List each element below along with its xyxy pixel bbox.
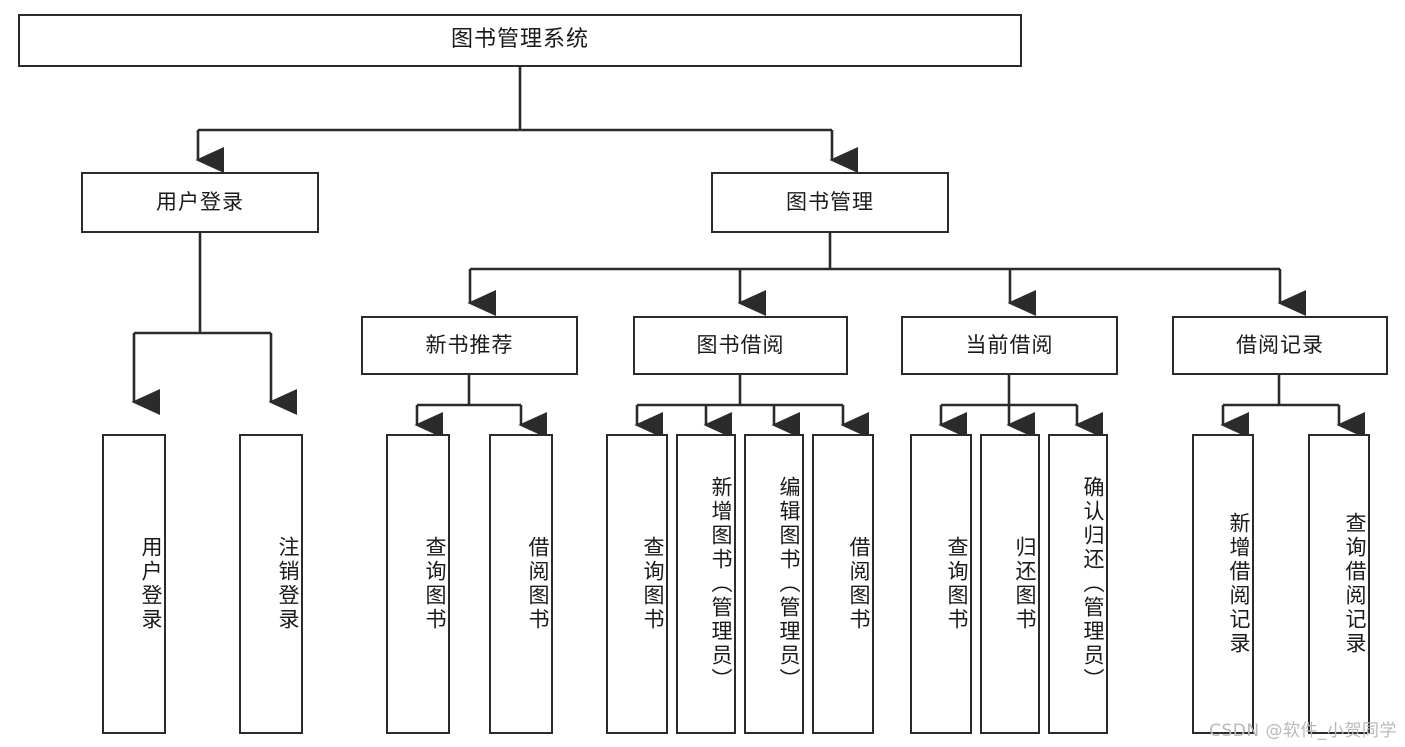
node-label: 查询图书 <box>423 536 447 632</box>
leaf-borrow-book-recommend[interactable]: 借阅图书 <box>489 434 553 734</box>
node-label: 图书管理系统 <box>450 27 589 53</box>
leaf-add-book[interactable]: 新增图书（管理员） <box>676 434 736 734</box>
node-label: 确认归还（管理员） <box>1081 476 1105 692</box>
leaf-user-logout[interactable]: 注销登录 <box>239 434 303 734</box>
leaf-confirm-return[interactable]: 确认归还（管理员） <box>1048 434 1108 734</box>
node-label: 注销登录 <box>276 536 300 632</box>
node-new-book-recommend[interactable]: 新书推荐 <box>361 316 578 375</box>
node-root-book-management-system[interactable]: 图书管理系统 <box>18 14 1022 67</box>
node-user-login[interactable]: 用户登录 <box>81 172 319 233</box>
node-label: 查询图书 <box>641 536 665 632</box>
node-borrow-record[interactable]: 借阅记录 <box>1172 316 1388 375</box>
node-current-borrow[interactable]: 当前借阅 <box>901 316 1118 375</box>
node-label: 查询借阅记录 <box>1343 512 1367 656</box>
csdn-watermark: CSDN @软件_小贺同学 <box>1209 721 1397 741</box>
leaf-add-borrow-record[interactable]: 新增借阅记录 <box>1192 434 1254 734</box>
node-label: 借阅图书 <box>526 536 550 632</box>
leaf-edit-book[interactable]: 编辑图书（管理员） <box>744 434 804 734</box>
node-label: 借阅图书 <box>847 536 871 632</box>
node-label: 用户登录 <box>156 189 244 214</box>
node-label: 当前借阅 <box>965 332 1054 357</box>
node-label: 借阅记录 <box>1236 332 1324 357</box>
node-label: 查询图书 <box>945 536 969 632</box>
node-label: 归还图书 <box>1013 536 1037 632</box>
node-label: 新书推荐 <box>425 332 514 357</box>
leaf-query-book-recommend[interactable]: 查询图书 <box>386 434 450 734</box>
leaf-borrow-book[interactable]: 借阅图书 <box>812 434 874 734</box>
leaf-query-book-borrow[interactable]: 查询图书 <box>606 434 668 734</box>
node-book-manage[interactable]: 图书管理 <box>711 172 949 233</box>
node-label: 用户登录 <box>139 536 163 632</box>
node-label: 新增图书（管理员） <box>709 476 733 692</box>
leaf-user-login[interactable]: 用户登录 <box>102 434 166 734</box>
leaf-query-borrow-record[interactable]: 查询借阅记录 <box>1308 434 1370 734</box>
node-label: 图书借阅 <box>696 332 785 357</box>
leaf-query-book-current[interactable]: 查询图书 <box>910 434 972 734</box>
node-label: 新增借阅记录 <box>1227 512 1251 656</box>
node-label: 图书管理 <box>786 189 874 214</box>
node-book-borrow[interactable]: 图书借阅 <box>633 316 848 375</box>
node-label: 编辑图书（管理员） <box>777 476 801 692</box>
leaf-return-book[interactable]: 归还图书 <box>980 434 1040 734</box>
